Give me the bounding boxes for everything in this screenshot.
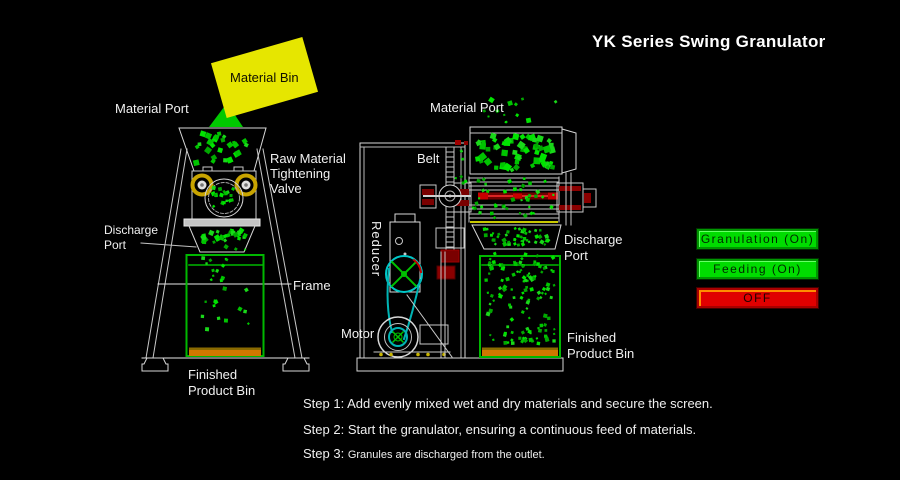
material-bin-label: Material Bin [230,70,299,86]
step-3: Step 3: Granules are discharged from the… [303,446,545,461]
step-1: Step 1: Add evenly mixed wet and dry mat… [303,396,713,411]
belt-label: Belt [417,151,440,166]
step-1-label: Step 1: [303,396,345,411]
front-discharge-port-label: Discharge Port [104,223,159,252]
step-1-text: Add evenly mixed wet and dry materials a… [347,396,713,411]
v-belt [386,267,394,334]
page-title: YK Series Swing Granulator [592,32,826,51]
side-discharge-port-label: Discharge Port [564,232,623,263]
side-discharge-chute [471,224,562,250]
drive-pulley [385,255,423,293]
side-view-diagram [356,126,597,372]
tightening-knob-left [190,173,214,197]
reducer-box [389,213,421,293]
bearing-right [556,172,597,226]
front-foot-right [282,357,310,372]
frame-label: Frame [293,278,331,293]
step-3-text: Granules are discharged from the outlet. [347,449,545,461]
front-product-layer [189,347,261,350]
front-foot-left [141,357,169,372]
feeding-on-button[interactable]: Feeding (On) [697,259,818,279]
step-2-text: Start the granulator, ensuring a continu… [347,422,697,437]
screen-bar [183,218,261,227]
reducer-label: Reducer [369,221,384,278]
discharge-pointer-line [140,242,197,248]
granulation-on-button[interactable]: Granulation (On) [697,229,818,249]
valve-label: Raw Material Tightening Valve [270,151,346,196]
side-product-layer [482,347,558,350]
front-frame-legs [141,148,310,359]
step-2-label: Step 2: [303,422,345,437]
granulating-drum [204,178,244,218]
step-3-label: Step 3: [303,446,345,461]
granule-particles [192,96,558,346]
tightening-knob-right [234,173,258,197]
front-material-port-label: Material Port [115,101,189,116]
side-material-port-label: Material Port [430,100,504,115]
front-view-diagram [140,103,310,372]
roller-shaft [478,192,558,200]
front-product-bin [185,254,265,357]
side-product-bin [479,255,561,358]
side-finished-bin-label: Finished Product Bin [567,330,635,361]
side-base-plate [356,357,564,372]
motor-assembly [373,316,451,358]
off-button[interactable]: OFF [697,288,818,308]
motor-label: Motor [341,326,375,341]
front-finished-bin-label: Finished Product Bin [188,367,256,398]
step-2: Step 2: Start the granulator, ensuring a… [303,422,696,437]
front-discharge-chute [188,225,256,253]
